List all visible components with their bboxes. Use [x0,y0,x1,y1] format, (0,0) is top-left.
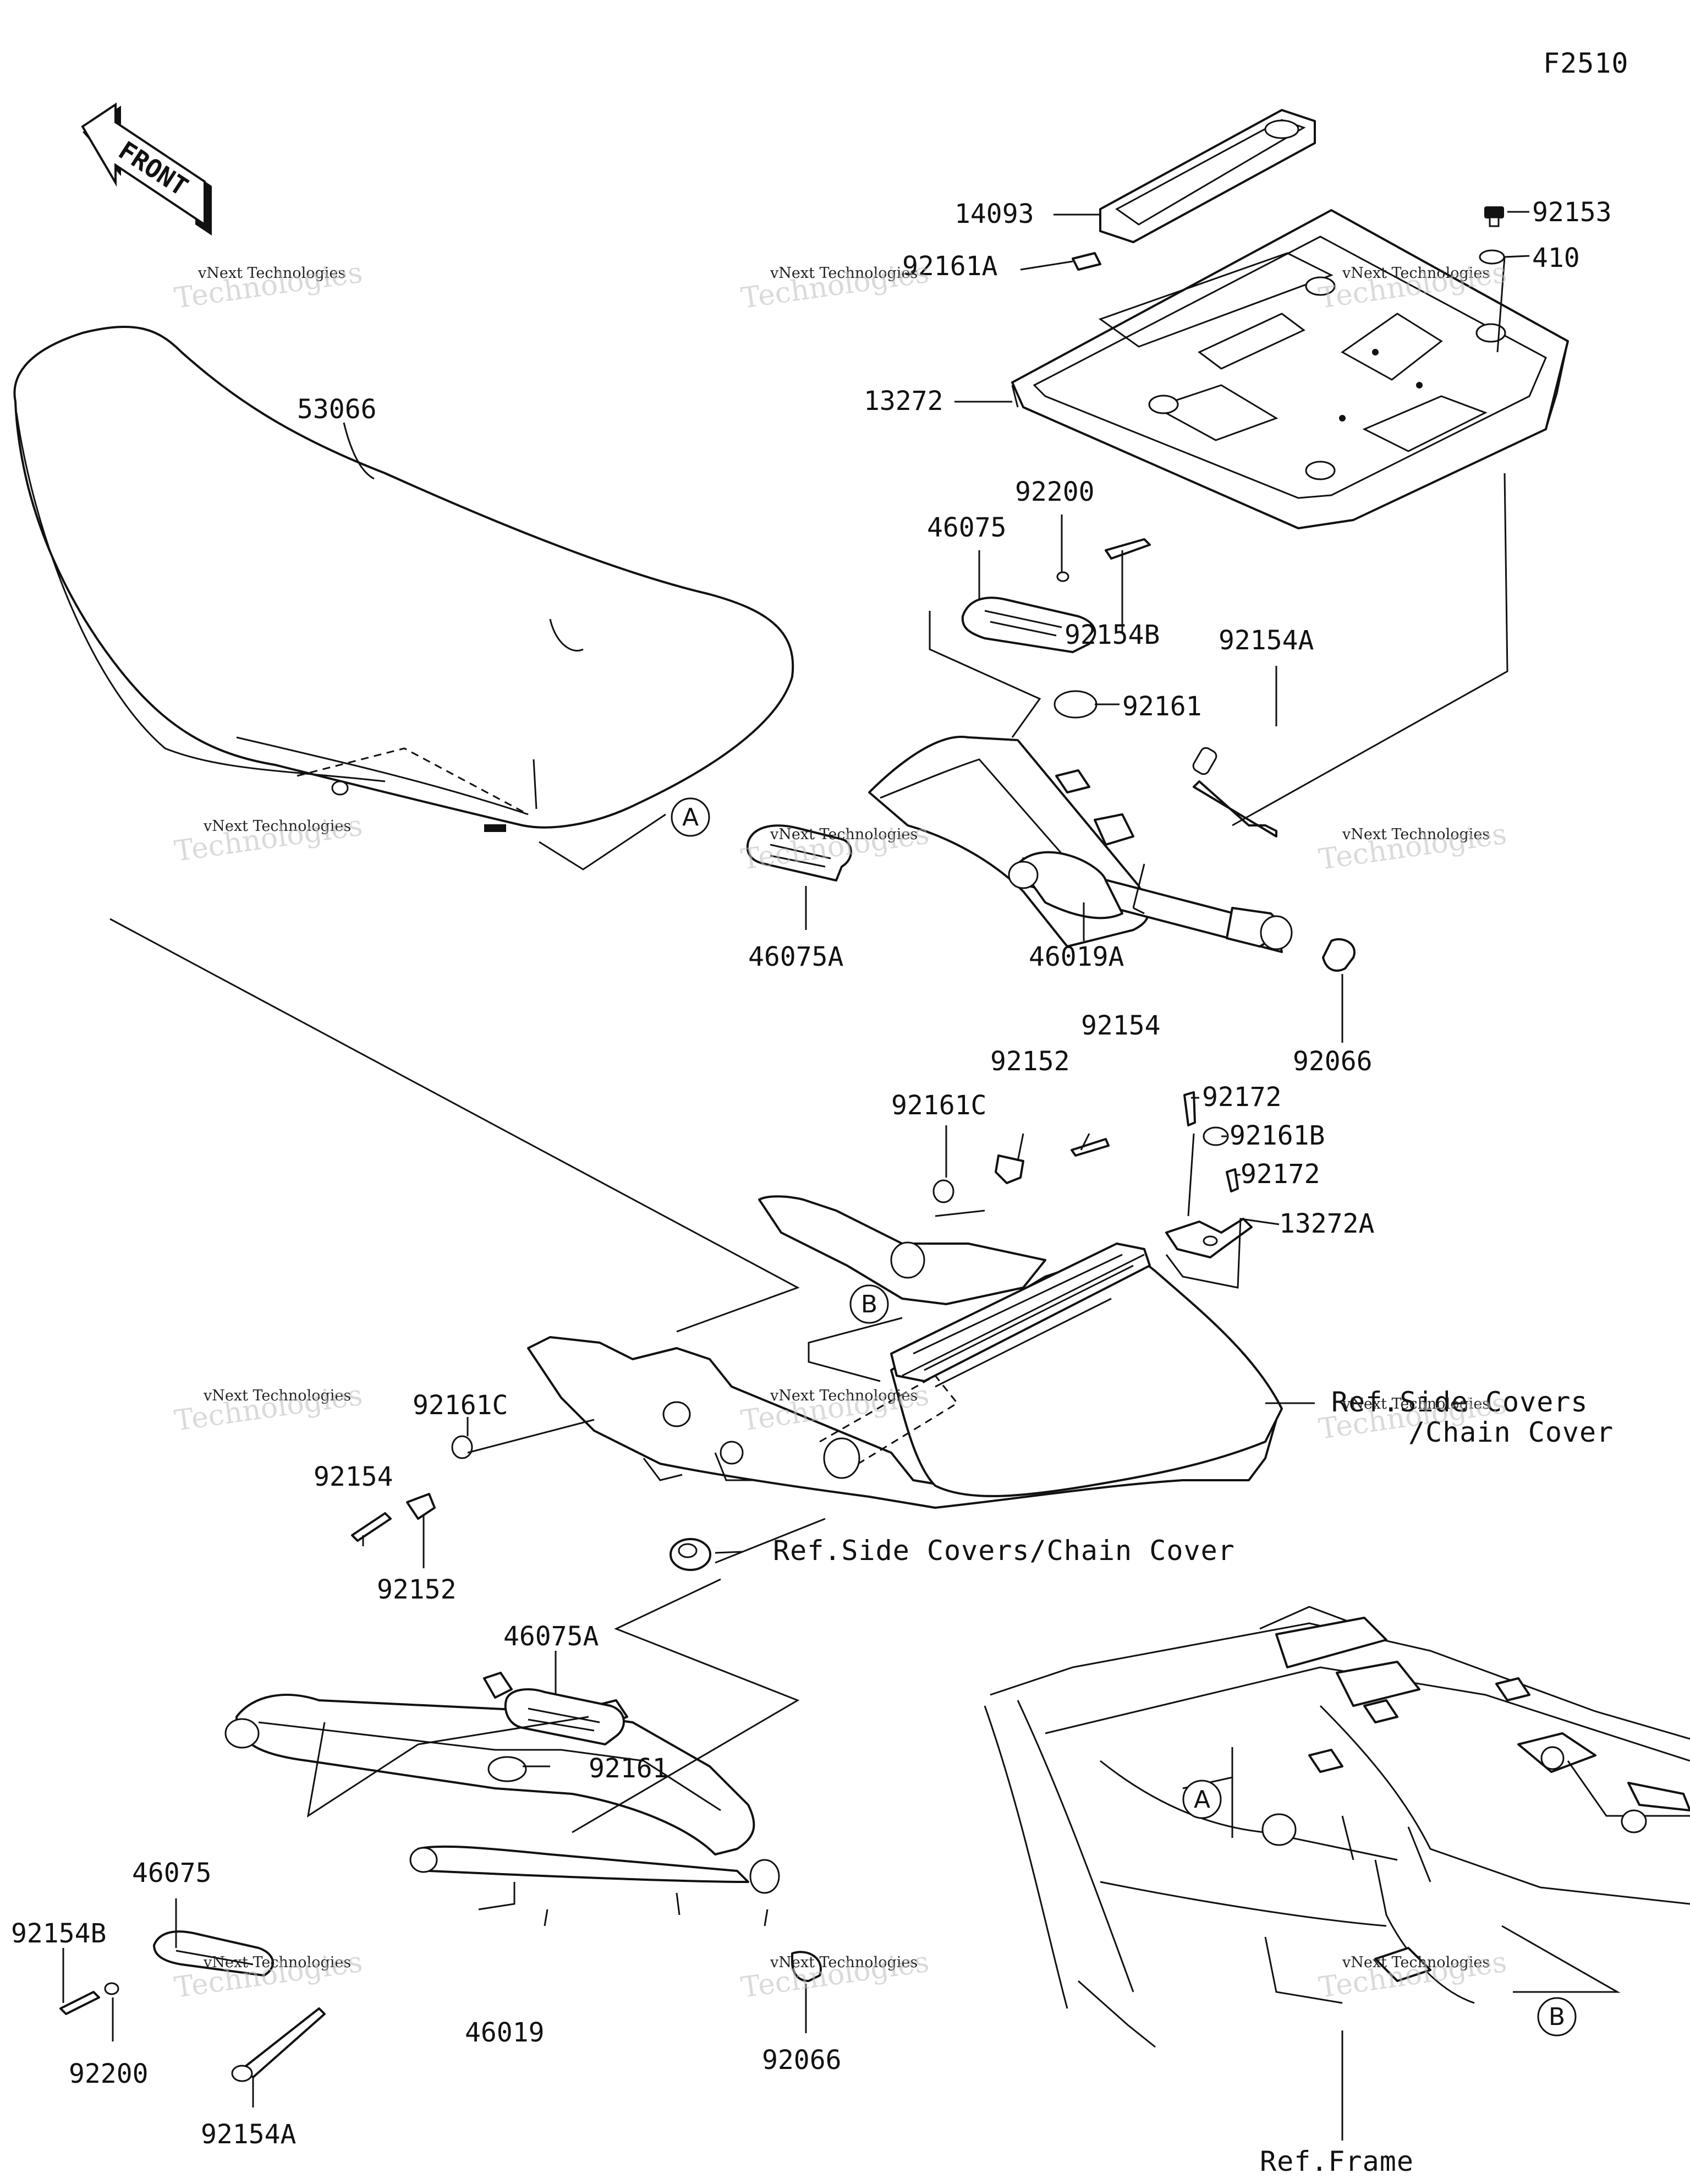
label-92152-mid: 92152 [990,1046,1070,1077]
label-92066-bot: 92066 [762,2045,842,2076]
bracket-13272A [1165,1218,1253,1258]
watermark-text: vNext Technologies [770,826,918,843]
watermark-text: vNext Technologies [770,1387,918,1404]
label-92200-bot: 92200 [69,2059,149,2089]
label-410: 410 [1532,243,1580,273]
watermark-text: vNext Technologies [1342,265,1490,282]
ref-side-covers-inline: Ref.Side Covers/Chain Cover [773,1535,1235,1567]
label-46075-top: 46075 [927,512,1007,543]
label-92154B-bot: 92154B [11,1918,106,1949]
screw-92172-a [1183,1091,1196,1126]
label-92200-top: 92200 [1015,477,1095,507]
cap-92161-upper [1053,690,1098,719]
svg-text:B: B [1549,2003,1565,2031]
watermark-text: vNext Technologies [203,818,351,835]
svg-text:A: A [682,803,699,831]
label-46075A-bot: 46075A [503,1621,599,1652]
callout-a-frame: A [1182,1780,1222,1819]
seat-53066 [13,326,794,832]
cap-92161-lower [487,1756,527,1782]
bracket-46019A [868,736,1293,953]
bolt-92154-mid [1071,1138,1110,1157]
ref-side-covers-line2: /Chain Cover [1408,1416,1614,1448]
label-13272A: 13272A [1279,1208,1374,1239]
watermark-text: vNext Technologies [203,1954,351,1971]
ref-side-covers-line1: Ref.Side Covers [1331,1386,1588,1418]
watermark-text: vNext Technologies [203,1387,351,1404]
cap-92066-upper [1322,938,1356,972]
grommet-ref-side-covers [670,1538,711,1571]
ref-frame: Ref.Frame [1260,2145,1414,2177]
watermark-text: vNext Technologies [1342,1395,1490,1413]
tail-cover-assembly [527,1195,1283,1509]
grommet-92161C-mid [932,1179,954,1203]
label-46019: 46019 [465,2017,545,2048]
grip-46075-upper [961,596,1096,653]
label-92154B-top: 92154B [1065,620,1160,650]
watermark-text: vNext Technologies [770,1954,918,1971]
frame-reference [984,1606,1690,2048]
svg-text:A: A [1194,1786,1210,1814]
bolt-92154A-lower [241,2007,326,2078]
collar-92152-left [406,1493,436,1520]
part-labels: 14093 92161A 92153 410 13272 53066 92200… [11,197,1612,2150]
washer-92200-upper [1056,571,1069,582]
label-92172-a: 92172 [1202,1082,1282,1113]
watermark-text: vNext Technologies [1342,826,1490,843]
label-92154A-bot: 92154A [201,2119,296,2150]
label-92161B: 92161B [1230,1120,1325,1151]
grip-46075A-upper [746,824,852,882]
label-14093: 14093 [954,199,1034,229]
bolt-92154A-upper [1193,780,1277,838]
pad-92161A [1072,252,1101,271]
label-92066-top: 92066 [1293,1046,1373,1077]
label-92153: 92153 [1532,197,1612,228]
label-13272: 13272 [864,386,943,417]
rack-13272 [1011,209,1569,529]
cap-92066-lower [791,1951,822,1982]
bolt-92154-left [351,1512,392,1542]
label-53066: 53066 [297,394,377,425]
cap-92161B [1203,1126,1229,1146]
label-46075-bot: 46075 [132,1858,212,1889]
bracket-46019 [224,1672,780,1926]
callout-a-top: A [671,797,710,837]
grip-46075A-lower [504,1688,625,1745]
label-92154A-top: 92154A [1219,625,1314,656]
bolt-92154B-upper [1105,538,1151,560]
label-92161C-left: 92161C [413,1390,508,1421]
bolt-92153 [1484,206,1504,227]
collar-92152-mid [995,1154,1024,1184]
label-92154-mid: 92154 [1081,1010,1161,1041]
label-46019A: 46019A [1029,942,1124,972]
washer-92200-lower [104,1982,119,1995]
label-92152-left: 92152 [377,1574,457,1605]
label-92161-bot: 92161 [589,1753,668,1784]
leader-lines [62,211,1621,2141]
diagram-code: F2510 [1543,47,1629,79]
label-92154-left: 92154 [314,1462,393,1492]
label-92161C-mid: 92161C [891,1090,986,1121]
watermark-text: vNext Technologies [197,265,345,282]
rubber-pad-14093 [1099,109,1316,243]
callout-b-mid: B [849,1284,889,1324]
watermark-text: vNext Technologies [770,265,918,282]
label-92172-b: 92172 [1241,1159,1320,1190]
label-46075A-top: 46075A [748,942,843,972]
front-arrow-icon: FRONT [81,102,212,236]
screw-92172-b [1226,1168,1239,1192]
label-92161A: 92161A [902,251,997,282]
bolt-92154B-lower [59,1991,100,2015]
callout-b-frame: B [1537,1997,1577,2037]
label-92161-top: 92161 [1122,691,1202,722]
svg-text:B: B [861,1290,877,1318]
watermark-text: vNext Technologies [1342,1954,1490,1971]
grip-46075-lower [153,1930,274,1977]
grommet-92161C-left [451,1435,473,1459]
